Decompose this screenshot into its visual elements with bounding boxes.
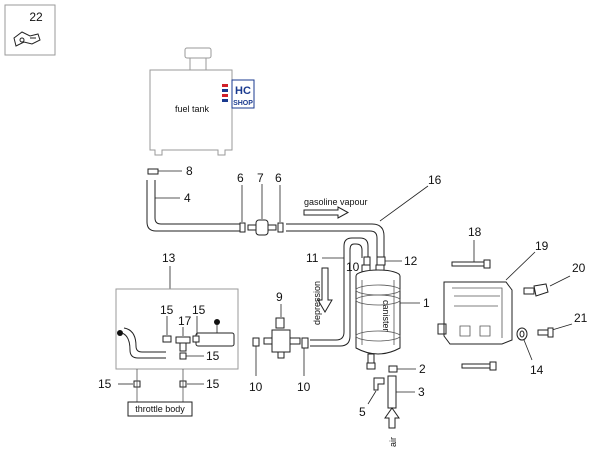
hc-shop-logo: HC SHOP [222, 79, 255, 109]
callout-11: 11 [306, 251, 319, 265]
callout-2: 2 [419, 362, 426, 376]
fuel-tank[interactable]: fuel tank [149, 47, 233, 156]
callout-16: 16 [428, 173, 442, 187]
part-19-bracket[interactable]: 19 [437, 239, 549, 345]
callout-15-c: 15 [206, 349, 220, 363]
fuel-tank-label: fuel tank [175, 104, 210, 114]
part-1-canister[interactable]: canister 1 [355, 264, 430, 365]
callout-14: 14 [530, 363, 544, 377]
callout-8: 8 [186, 164, 193, 178]
part-18-bolt-lower[interactable] [461, 361, 497, 371]
part-18-bolt[interactable]: 18 [451, 225, 491, 269]
depression-label: depression [312, 281, 322, 325]
part-8-clamp[interactable]: 8 [147, 164, 193, 178]
callout-12: 12 [404, 254, 418, 268]
part-5-bracket[interactable]: 5 [359, 377, 385, 419]
part-14-grommet[interactable]: 14 [516, 327, 544, 377]
callout-5: 5 [359, 405, 366, 419]
part-2-clamp[interactable]: 2 [388, 362, 426, 376]
clip-icon [13, 31, 41, 47]
gasoline-vapour-flow: gasoline vapour [303, 197, 368, 219]
part-15-clamp-lower-right[interactable]: 15 [179, 377, 220, 391]
logo-line1: HC [235, 85, 251, 97]
part-21-screw[interactable]: 21 [537, 311, 588, 338]
part-10-clamp-right[interactable]: 10 [297, 337, 311, 394]
callout-20: 20 [572, 261, 586, 275]
callout-7: 7 [257, 171, 264, 185]
throttle-body[interactable]: throttle body [127, 369, 193, 417]
gasoline-vapour-label: gasoline vapour [304, 197, 368, 207]
part-4-hose[interactable]: 4 [146, 180, 240, 232]
item-22-box[interactable]: 22 [4, 4, 56, 56]
callout-10-left: 10 [249, 380, 263, 394]
part-9-solenoid-valve[interactable]: 9 [263, 290, 301, 359]
depression-flow: depression [312, 267, 333, 325]
canister-label: canister [381, 300, 391, 332]
callout-13: 13 [162, 251, 176, 265]
callout-10-right: 10 [297, 380, 311, 394]
part-11-hose[interactable]: 11 [306, 237, 369, 347]
part-7-valve[interactable]: 7 [247, 171, 277, 236]
part-6-clamp-right[interactable]: 6 [275, 171, 284, 233]
callout-10-top: 10 [346, 260, 360, 274]
callout-17: 17 [178, 314, 192, 328]
part-15-clamp-lower-left[interactable]: 15 [98, 377, 141, 391]
part-12-clamp[interactable]: 12 [376, 254, 418, 268]
part-13-assembly[interactable]: 13 17 15 15 15 [115, 251, 239, 370]
flow-arrow-up-icon [384, 407, 400, 429]
callout-4: 4 [184, 191, 191, 205]
logo-line2: SHOP [233, 100, 253, 107]
item-22-label: 22 [29, 10, 43, 24]
flow-arrow-down-icon [317, 267, 333, 313]
callout-15-b: 15 [192, 303, 206, 317]
callout-19: 19 [535, 239, 549, 253]
throttle-body-label: throttle body [135, 404, 185, 414]
part-16-hose[interactable]: 16 [286, 173, 442, 258]
callout-15-d: 15 [98, 377, 112, 391]
callout-6-left: 6 [237, 171, 244, 185]
callout-9: 9 [276, 290, 283, 304]
part-3-tube[interactable]: 3 [387, 375, 425, 409]
callout-1: 1 [423, 296, 430, 310]
air-flow: air [384, 407, 400, 447]
part-10-clamp-lower [366, 362, 376, 370]
callout-18: 18 [468, 225, 482, 239]
part-10-clamp-left[interactable]: 10 [249, 337, 263, 394]
callout-6-right: 6 [275, 171, 282, 185]
flow-arrow-right-icon [303, 206, 350, 219]
part-6-clamp-left[interactable]: 6 [237, 171, 246, 233]
part-20-screw[interactable]: 20 [523, 261, 586, 297]
callout-15-e: 15 [206, 377, 220, 391]
callout-3: 3 [418, 385, 425, 399]
air-label: air [388, 437, 398, 447]
callout-15-a: 15 [160, 303, 174, 317]
callout-21: 21 [574, 311, 588, 325]
